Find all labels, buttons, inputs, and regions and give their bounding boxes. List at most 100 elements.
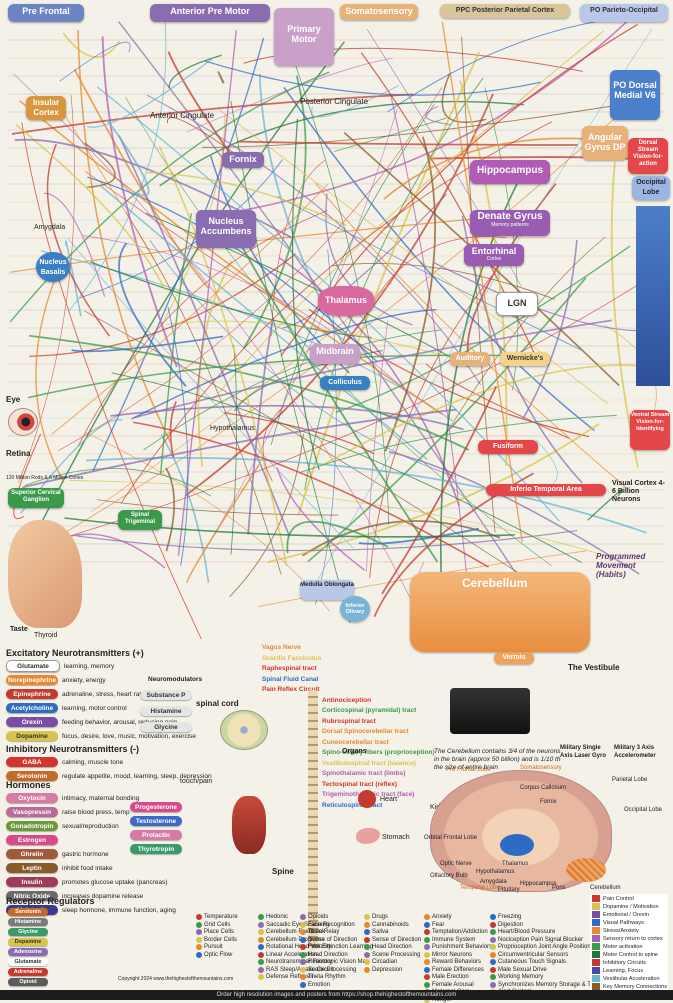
connection-wire	[86, 457, 647, 534]
legend-item: Male Erection	[424, 974, 469, 980]
nt-pill-vasopressin: Vasopressin	[6, 807, 58, 817]
brain-label-fornix: Fornix	[540, 799, 557, 805]
legend-item: Female Differences	[424, 966, 484, 973]
connection-wire	[167, 306, 189, 566]
nt-pill-nitric-oxide: Nitric Oxide	[6, 891, 58, 901]
connection-wire	[59, 41, 131, 82]
nt-desc: adrenaline, stress, heart rate/blood pre…	[62, 690, 190, 698]
legend-text: Drugs	[372, 914, 389, 920]
excitatory-title: Excitatory Neurotransmitters (+)	[6, 648, 144, 658]
region-cerebellum: Cerebellum	[410, 572, 590, 652]
legend-item: Fear	[424, 921, 444, 928]
legend-swatch	[592, 895, 600, 902]
connection-wire	[159, 213, 193, 475]
connection-wire	[247, 321, 274, 535]
legend-swatch	[364, 944, 370, 950]
label-organs: Organs	[342, 748, 367, 755]
nt-desc: focus, desire, love, music, motivation, …	[62, 732, 197, 740]
legend-text: Place Cells	[204, 929, 235, 935]
legend-item: Border Cells	[196, 936, 237, 943]
label-anterior-cingulate: Anterior Cingulate	[150, 111, 215, 120]
legend-swatch	[490, 951, 496, 958]
connection-wire	[217, 71, 225, 84]
legend-text: Key Memory Connections	[603, 983, 668, 990]
legend-swatch	[592, 935, 600, 942]
legend-text: Cutaneous Touch Signals	[498, 959, 566, 965]
legend-swatch	[424, 936, 430, 943]
region-superior-cervical: Superior Cervical Ganglion	[8, 488, 64, 508]
copyright: Copyright 2024 www.thehighestofthemounta…	[118, 976, 234, 982]
connection-wire	[51, 184, 328, 435]
label-visual-cortex: Visual Cortex 4-6 Billion Neurons	[612, 480, 665, 503]
region-hippocampus: Hippocampus	[470, 160, 550, 184]
nt-pill-serotonin: Serotonin	[6, 771, 58, 781]
legend-swatch	[300, 966, 306, 973]
connection-wire	[69, 480, 608, 557]
connection-wire	[369, 236, 507, 309]
connection-wire	[304, 77, 484, 490]
spine-column-icon	[308, 690, 318, 950]
label-posterior-cingulate: Posterior Cingulate	[300, 97, 369, 106]
legend-swatch	[258, 936, 264, 943]
tract-label: Vestibulospinal tract (balance)	[322, 759, 416, 767]
legend-text: Theta Rhythm	[308, 974, 346, 980]
label-amygdala: Amygdala	[34, 224, 66, 231]
tract-label: Corticospinal (pyramidal) tract	[322, 707, 417, 714]
legend-text: Opioids	[308, 914, 329, 920]
legend-swatch	[364, 914, 370, 920]
legend-swatch	[424, 981, 430, 988]
brain-label-hippocampus: Hippocampus	[520, 881, 557, 887]
legend-swatch	[258, 944, 264, 950]
heart-icon	[358, 790, 376, 808]
legend-item: Scene Processing	[300, 966, 356, 973]
connection-wire	[167, 51, 235, 160]
nt-pill-norepinephrine: Norepinephrine	[6, 675, 58, 685]
nt-row: Vasopressin raise blood press, temp	[6, 806, 130, 818]
connection-wire	[291, 118, 320, 470]
connection-wire	[369, 275, 493, 579]
region-dorsal-stream: Dorsal Stream Vision-for-action	[628, 138, 668, 174]
legend-swatch	[196, 921, 202, 928]
legend-swatch	[490, 944, 496, 950]
nt-desc: promotes glucose uptake (pancreas)	[62, 878, 168, 886]
legend-item: Defense Reflexes	[258, 974, 313, 980]
legend-text: Female Arousal	[432, 981, 474, 988]
legend-item: Opioids	[300, 914, 328, 920]
legend-text: Male Erection	[432, 974, 469, 980]
legend-item: Emotion	[300, 981, 330, 988]
connection-wire	[143, 329, 442, 451]
brain-label-cerebellum: Cerebellum	[590, 885, 621, 891]
legend-item: Temptation/Addiction	[424, 929, 488, 935]
connection-wire	[11, 93, 414, 135]
connection-wire	[76, 529, 578, 552]
legend-swatch	[424, 951, 430, 958]
legend-text: Optic Flow	[204, 951, 233, 958]
connection-wire	[262, 405, 285, 482]
legend-item: Head Direction	[364, 944, 412, 950]
connection-wire	[358, 527, 480, 545]
connection-wire	[203, 108, 398, 552]
legend-item: Mirror Neurons	[424, 951, 472, 958]
legend-item: Cannabinoids	[364, 921, 409, 928]
connection-wire	[35, 279, 65, 483]
nt-desc: intimacy, maternal bonding	[62, 794, 140, 802]
region-fornix: Fornix	[222, 152, 264, 168]
label-thyroid: Thyroid	[34, 632, 58, 639]
legend-text: Male Sexual Drive	[498, 966, 547, 973]
connection-wire	[332, 262, 556, 300]
legend-text: Head Direction	[308, 951, 348, 958]
connection-wire	[185, 93, 494, 497]
nt-desc: learning, motor control	[62, 704, 127, 712]
region-fusiform: Fusiform	[478, 440, 538, 454]
tract-label: Spinothalamic tract (limbs)	[322, 770, 406, 777]
nt-desc: raise blood press, temp	[62, 808, 130, 816]
legend-text: Vestibular Acceleration	[603, 975, 660, 982]
connection-wire	[29, 253, 297, 357]
legend-text: Circumventricular Sensors	[498, 951, 569, 958]
nt-pill-ghrelin: Ghrelin	[6, 849, 58, 859]
inhibitory-title: Inhibitory Neurotransmitters (-)	[6, 744, 140, 754]
